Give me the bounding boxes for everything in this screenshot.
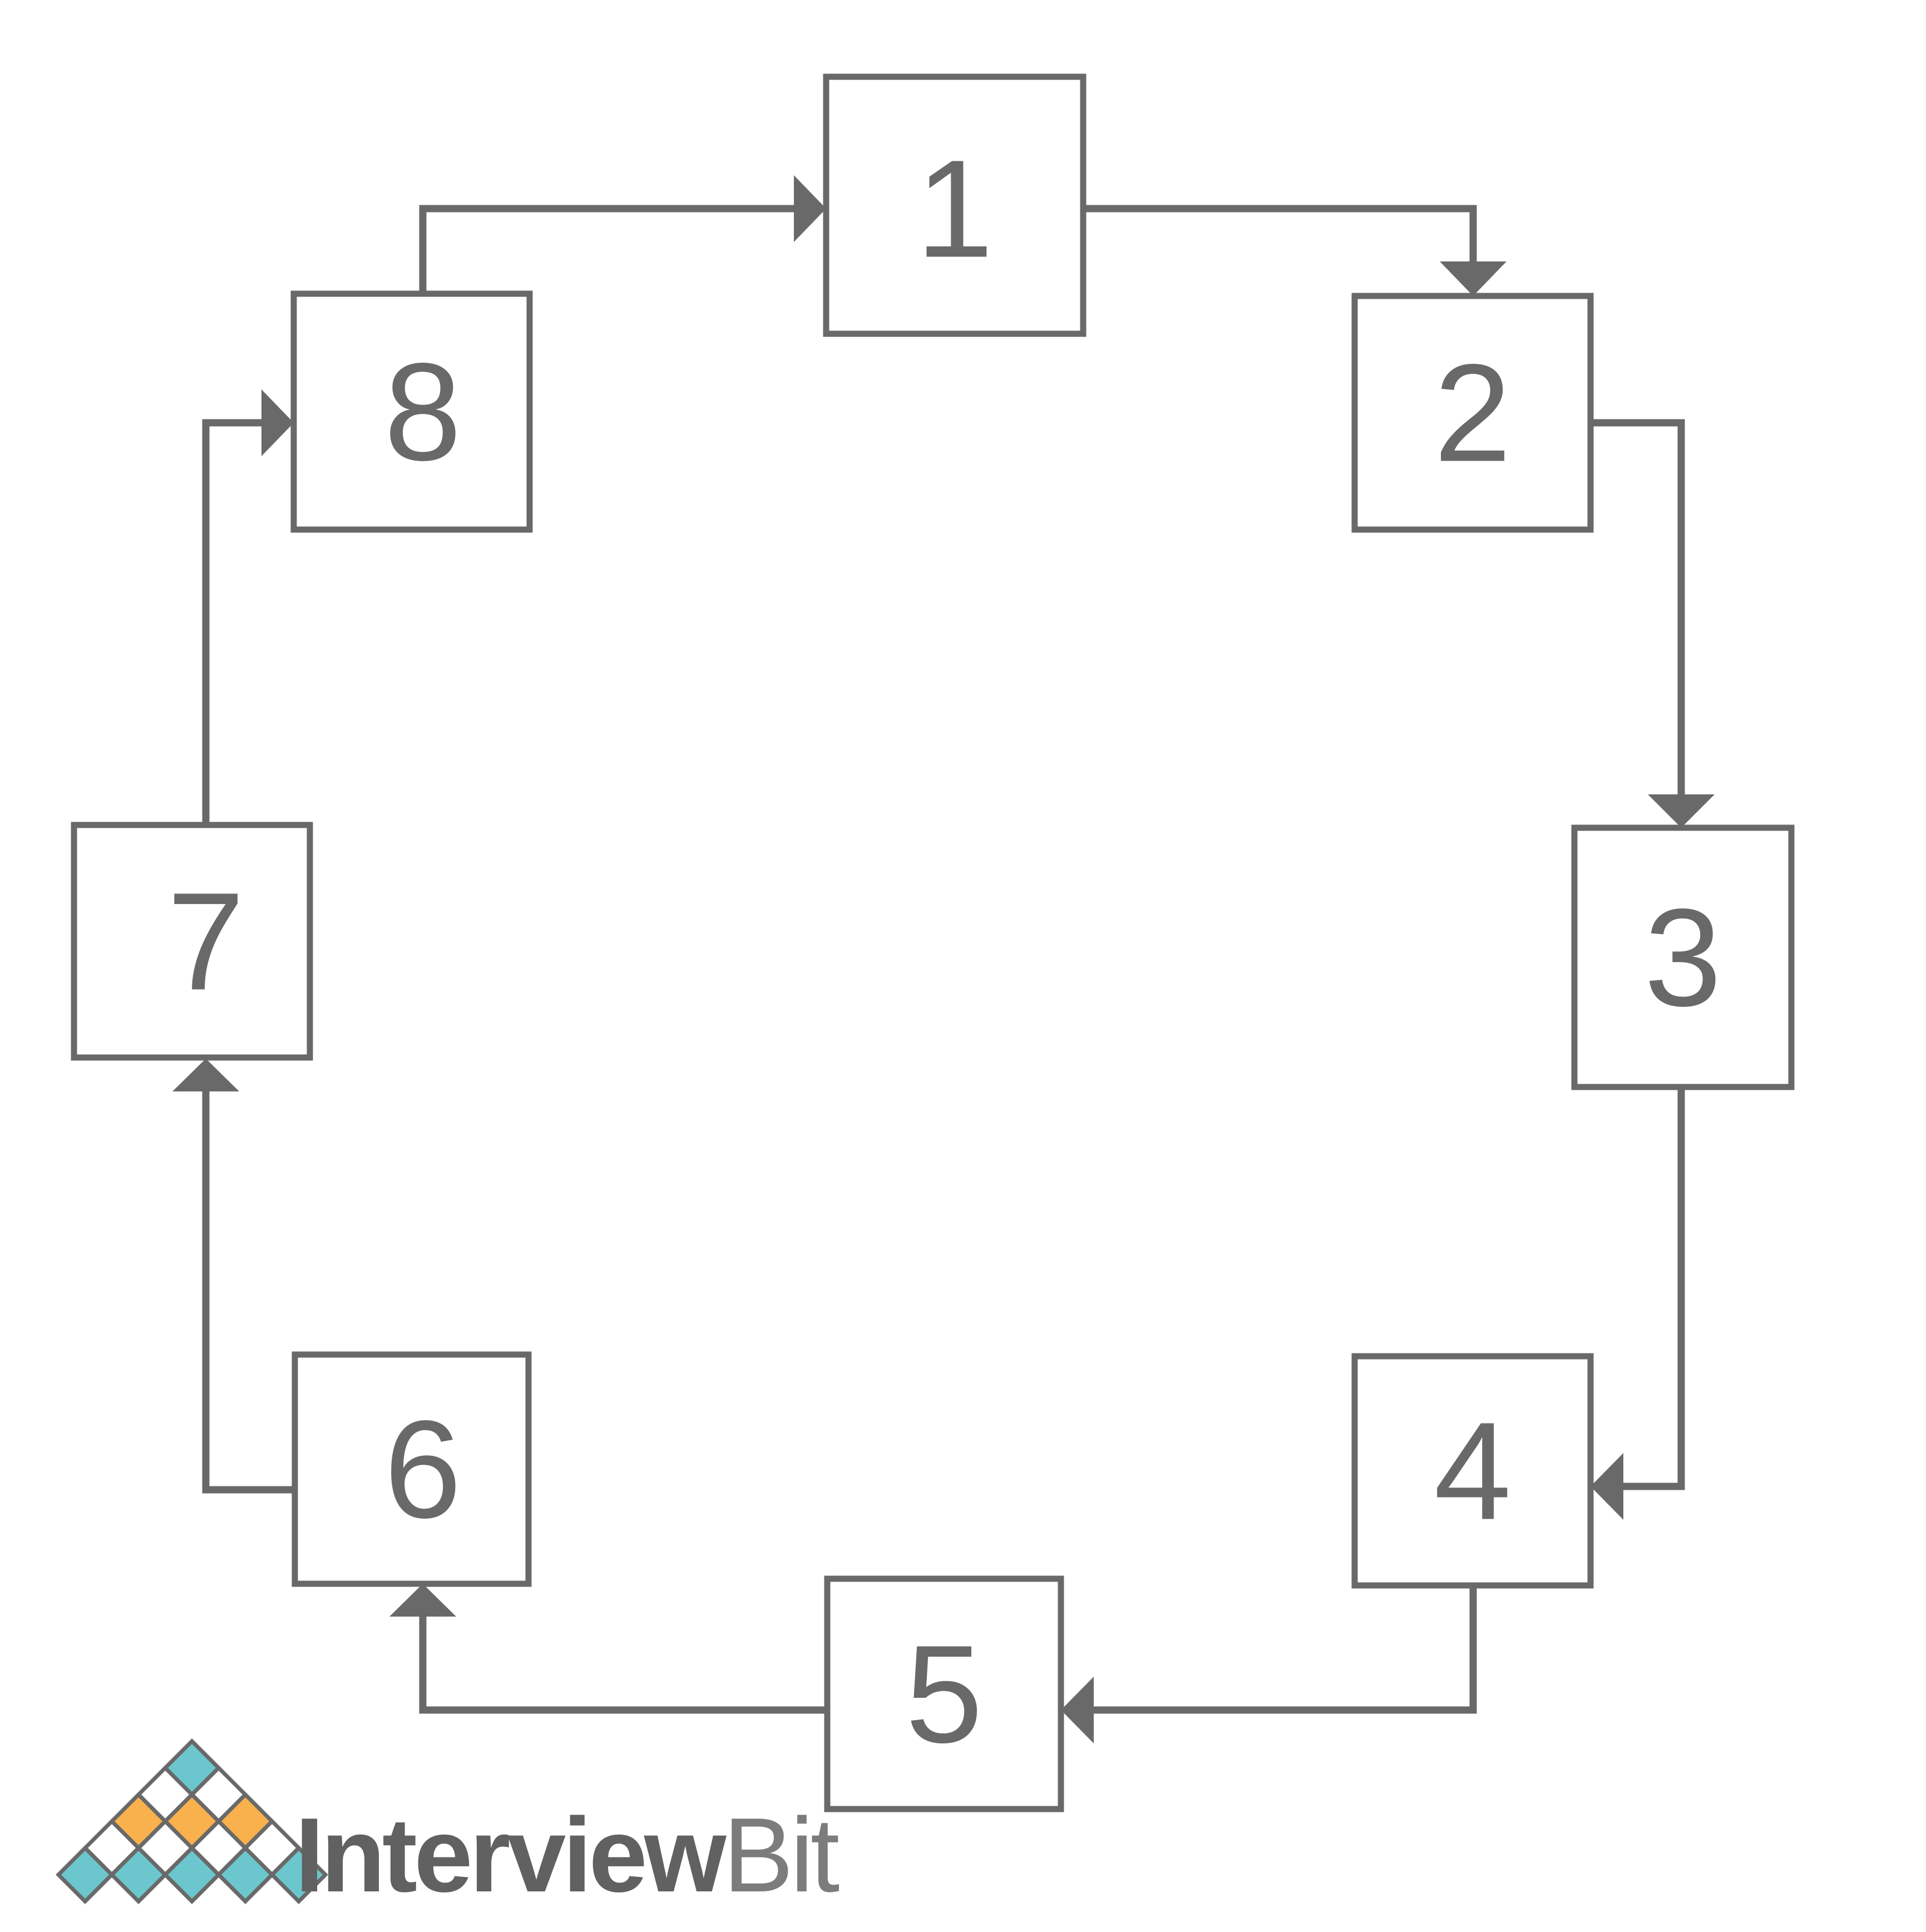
node-6-label: 6	[384, 1392, 461, 1547]
arrowhead-left-node4	[1591, 1453, 1623, 1520]
node-4-label: 4	[1434, 1394, 1511, 1549]
edges-layer	[172, 175, 1715, 1743]
arrowhead-left-node5	[1061, 1677, 1094, 1743]
node-2[interactable]: 2	[1351, 293, 1594, 533]
arrowhead-down-node2	[1440, 261, 1507, 296]
arrowhead-right-node1	[794, 175, 826, 242]
edge-2-3-path	[1591, 419, 1685, 794]
logo-wordmark-interview: Interview	[295, 1796, 727, 1914]
node-2-box[interactable]	[1351, 293, 1594, 533]
edge-5-6-path	[419, 1617, 827, 1714]
edge-node7-to-node8	[202, 389, 294, 825]
node-3-label: 3	[1644, 880, 1721, 1035]
nodes-layer: 1 2 3 4 5 6	[71, 73, 1795, 1812]
node-3[interactable]: 3	[1571, 824, 1795, 1090]
edge-6-7-path	[202, 1091, 295, 1494]
node-8[interactable]: 8	[290, 290, 533, 533]
logo-tile-r5c4	[216, 1845, 275, 1904]
arrowhead-up-node6	[389, 1584, 456, 1617]
edge-node1-to-node2	[1083, 205, 1507, 296]
node-6-box[interactable]	[292, 1351, 532, 1587]
arrowhead-right-node8	[261, 389, 294, 456]
logo-wordmark: InterviewBit	[295, 1796, 839, 1914]
logo-tile-r5c3	[162, 1845, 221, 1904]
logo-tile-r5c1	[56, 1845, 115, 1904]
node-3-box[interactable]	[1571, 824, 1795, 1090]
node-1-box[interactable]	[823, 73, 1087, 337]
edge-node5-to-node6	[389, 1584, 827, 1714]
node-5[interactable]: 5	[824, 1575, 1064, 1812]
edge-7-8-path	[202, 419, 261, 825]
edge-node4-to-node5	[1061, 1585, 1477, 1743]
node-6[interactable]: 6	[292, 1351, 532, 1587]
node-8-box[interactable]	[290, 290, 533, 533]
arrowhead-down-node3	[1648, 794, 1715, 828]
node-7-label: 7	[167, 864, 244, 1019]
edge-node2-to-node3	[1591, 419, 1715, 828]
edge-3-4-path	[1623, 1087, 1685, 1490]
node-8-label: 8	[384, 334, 461, 490]
edge-node3-to-node4	[1591, 1087, 1685, 1520]
logo-tile-r5c5	[269, 1845, 328, 1904]
arrowhead-up-node7	[172, 1059, 239, 1091]
node-5-box[interactable]	[824, 1575, 1064, 1812]
interviewbit-logo: InterviewBit	[56, 1738, 843, 1914]
edge-node6-to-node7	[172, 1059, 295, 1494]
node-1-label: 1	[916, 131, 993, 286]
edge-1-2-path	[1083, 205, 1477, 261]
logo-diamond-mark	[56, 1738, 328, 1904]
node-7-box[interactable]	[71, 822, 313, 1061]
logo-tile-r5c2	[109, 1845, 168, 1904]
node-4[interactable]: 4	[1351, 1353, 1594, 1589]
edge-8-1-path	[419, 205, 794, 294]
node-7[interactable]: 7	[71, 822, 313, 1061]
logo-wordmark-bit: Bit	[723, 1796, 839, 1914]
node-2-label: 2	[1434, 335, 1511, 491]
node-4-box[interactable]	[1351, 1353, 1594, 1589]
node-5-label: 5	[905, 1617, 982, 1772]
edge-node8-to-node1	[419, 175, 826, 294]
edge-4-5-path	[1094, 1585, 1477, 1714]
node-1[interactable]: 1	[823, 73, 1087, 337]
